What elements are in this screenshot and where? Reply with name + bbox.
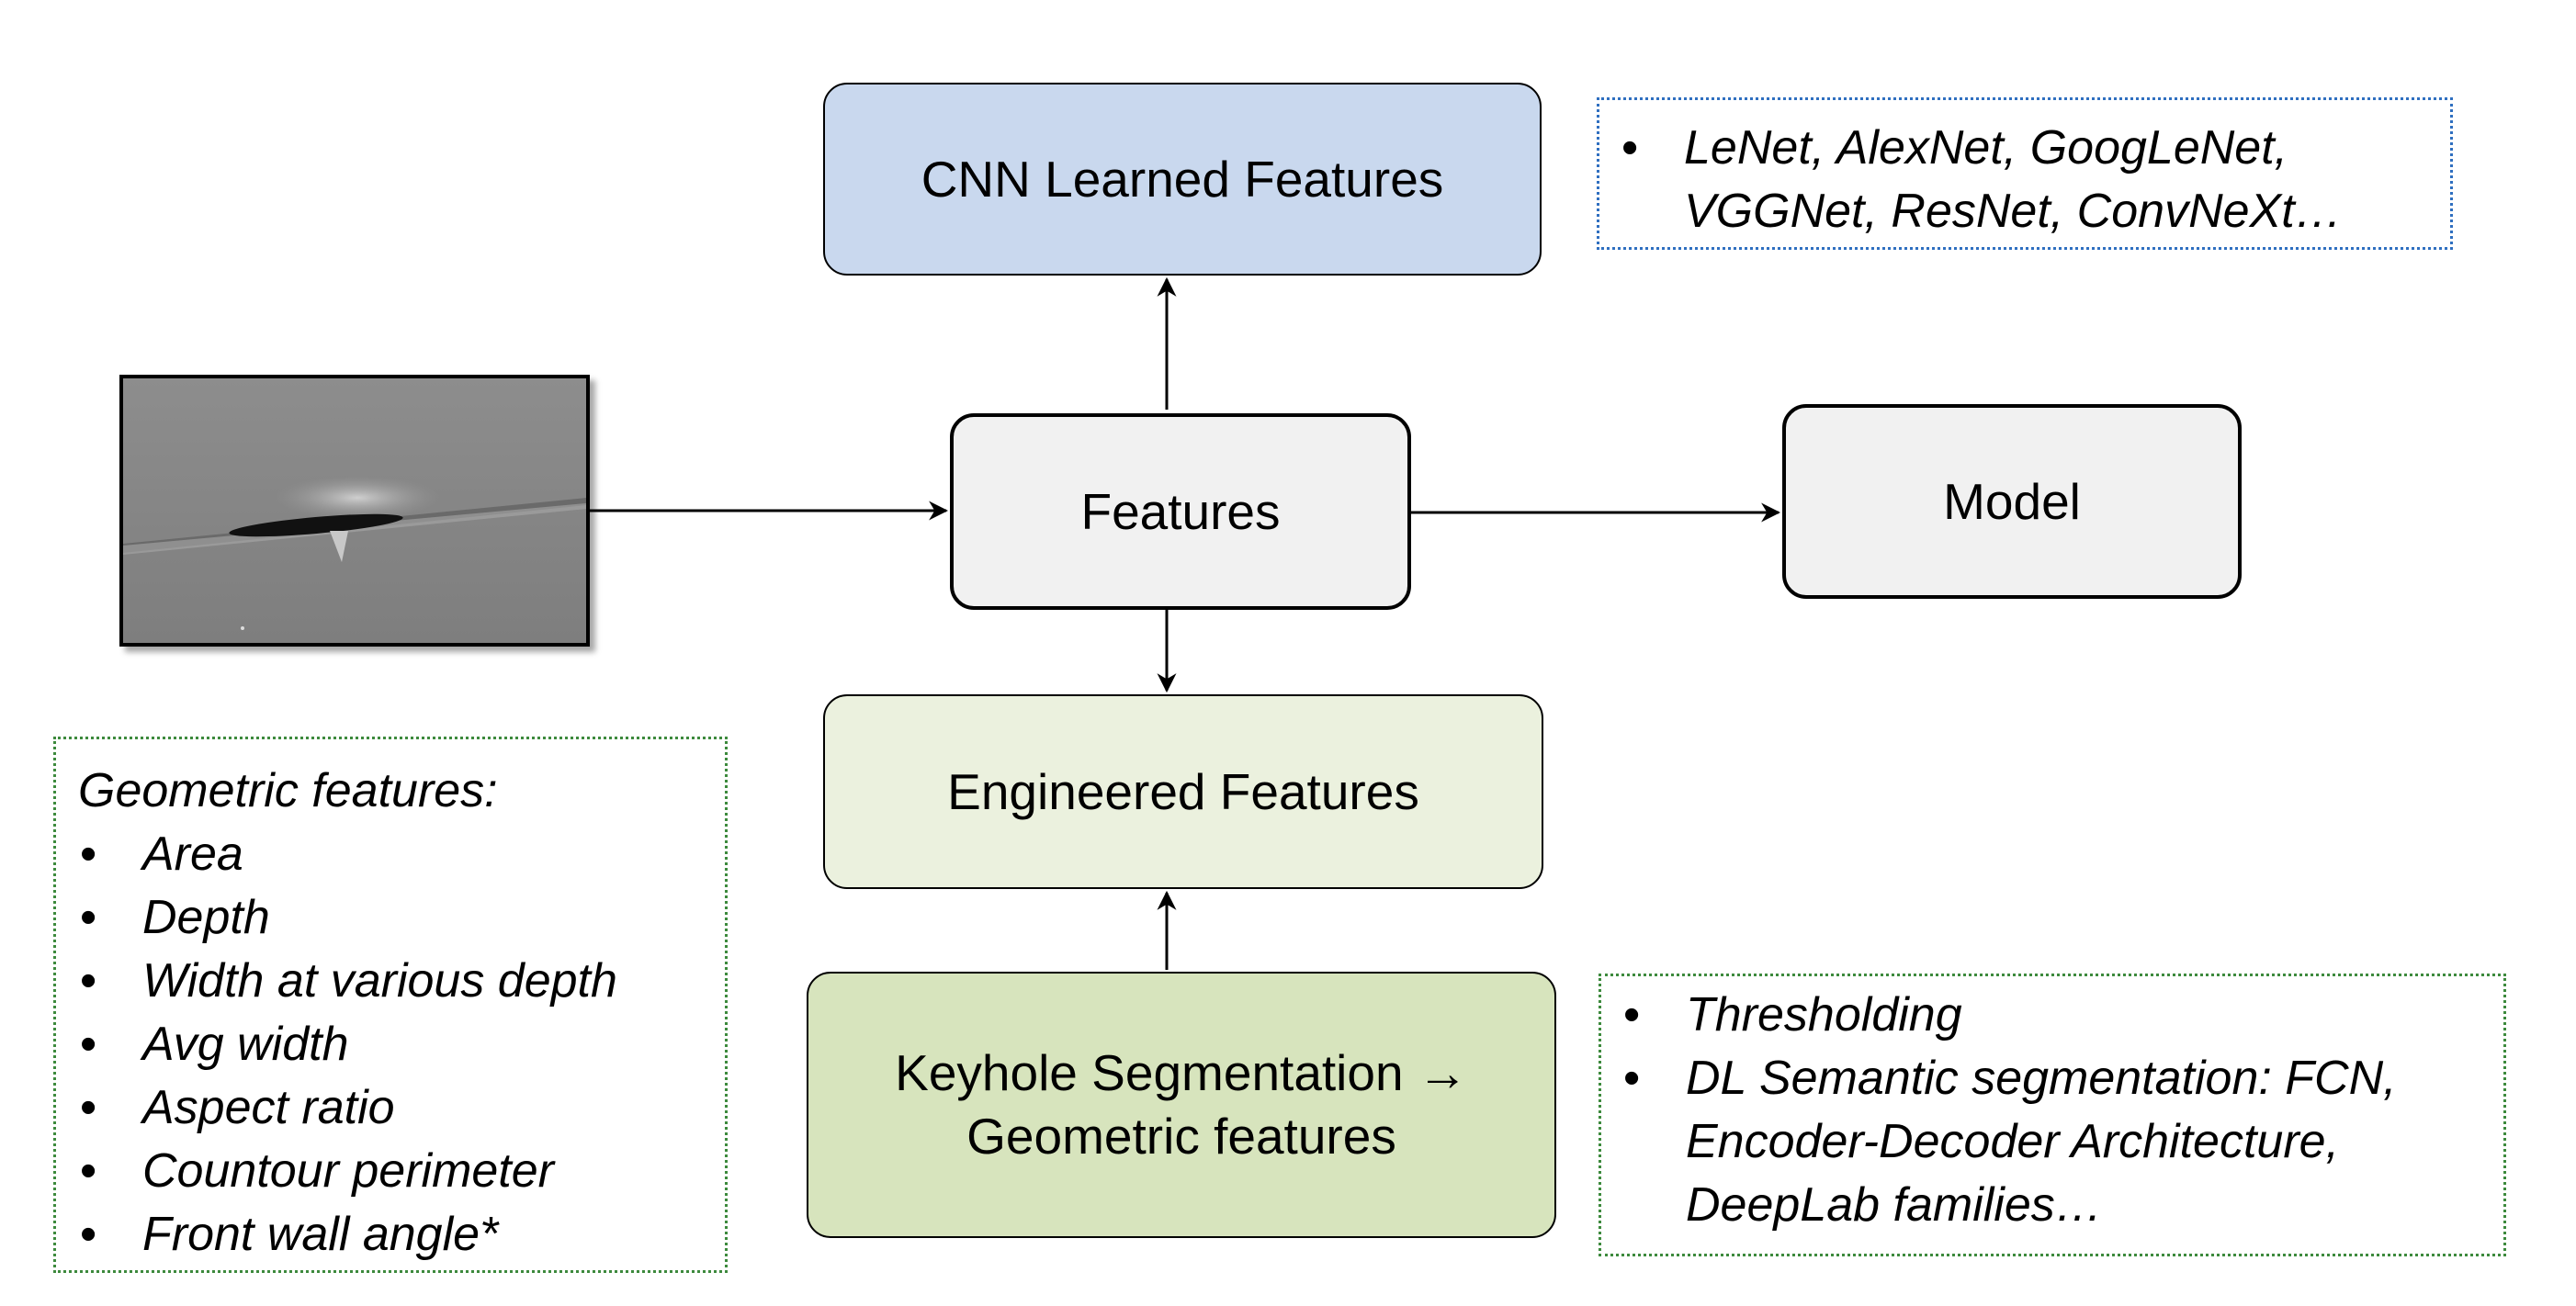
list-item: LeNet, AlexNet, GoogLeNet, VGGNet, ResNe…	[1620, 117, 2450, 243]
list-item: Thresholding	[1621, 984, 2503, 1047]
features-node-label: Features	[1080, 482, 1281, 540]
geometric-features-note: Geometric features: Area Depth Width at …	[53, 737, 728, 1273]
list-item: Area	[78, 823, 725, 886]
model-node-label: Model	[1943, 472, 2081, 530]
keyhole-node-label: Keyhole Segmentation → Geometric feature…	[895, 1041, 1468, 1168]
engineered-features-node: Engineered Features	[823, 694, 1543, 889]
keyhole-node-line2: Geometric features	[966, 1108, 1396, 1165]
list-item: Width at various depth	[78, 950, 725, 1013]
keyhole-xray-image	[119, 375, 590, 647]
list-item: Countour perimeter	[78, 1140, 725, 1203]
segmentation-methods-list: Thresholding DL Semantic segmentation: F…	[1621, 984, 2503, 1237]
engineered-node-label: Engineered Features	[947, 762, 1419, 820]
list-item: Depth	[78, 886, 725, 950]
segmentation-methods-note: Thresholding DL Semantic segmentation: F…	[1599, 974, 2506, 1256]
list-item: Aspect ratio	[78, 1076, 725, 1140]
cnn-architectures-note: LeNet, AlexNet, GoogLeNet, VGGNet, ResNe…	[1597, 97, 2453, 250]
list-item: DL Semantic segmentation: FCN, Encoder-D…	[1621, 1047, 2503, 1237]
cnn-learned-features-node: CNN Learned Features	[823, 83, 1542, 276]
features-node: Features	[950, 413, 1411, 610]
geometric-features-heading: Geometric features:	[78, 764, 498, 817]
geometric-features-list: Area Depth Width at various depth Avg wi…	[78, 823, 725, 1267]
cnn-node-label: CNN Learned Features	[921, 150, 1444, 208]
cnn-architectures-list: LeNet, AlexNet, GoogLeNet, VGGNet, ResNe…	[1620, 117, 2450, 243]
keyhole-node-line1: Keyhole Segmentation →	[895, 1044, 1468, 1102]
list-item: Front wall angle*	[78, 1203, 725, 1267]
keyhole-segmentation-node: Keyhole Segmentation → Geometric feature…	[807, 972, 1556, 1238]
list-item: Avg width	[78, 1013, 725, 1076]
model-node: Model	[1782, 404, 2242, 599]
